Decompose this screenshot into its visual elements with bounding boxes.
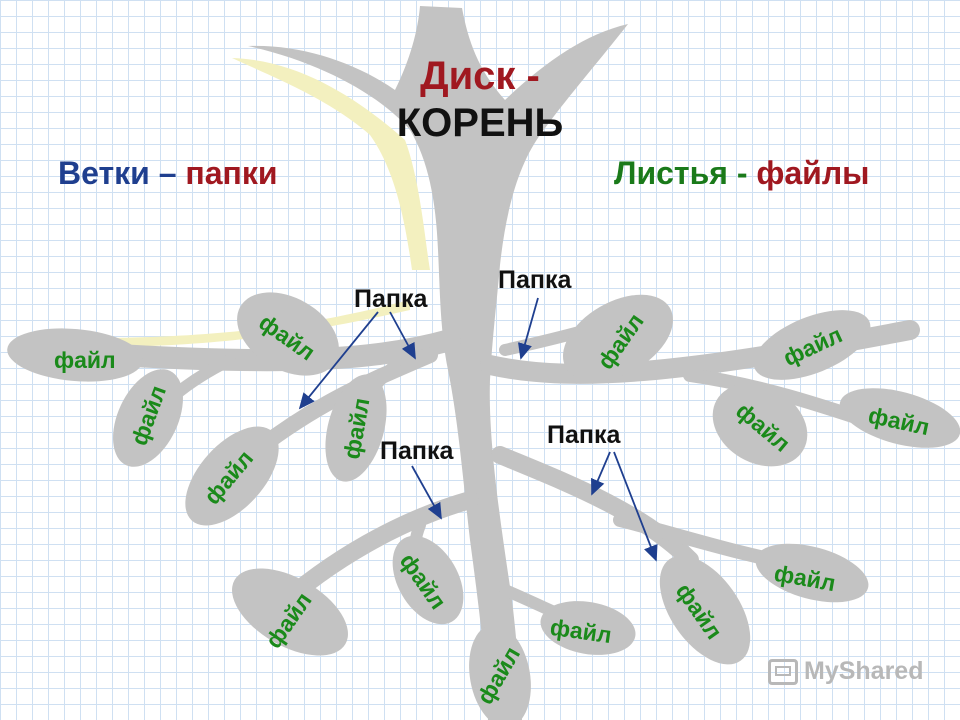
leaf-shape xyxy=(113,369,183,467)
folder-arrows xyxy=(298,297,658,562)
folder-label: Папка xyxy=(547,421,621,449)
leaf-shape xyxy=(540,601,636,655)
leaf-shape xyxy=(755,543,869,603)
leaf-shape xyxy=(325,374,387,482)
leaves-dash: - xyxy=(727,155,757,191)
branches-meaning: папки xyxy=(185,155,278,191)
watermark: MyShared xyxy=(768,657,923,686)
branches-header: Ветки – папки xyxy=(58,157,278,189)
title-root: КОРЕНЬ xyxy=(396,101,564,145)
leaf-shape xyxy=(232,568,348,656)
folder-arrow xyxy=(591,451,611,496)
title-line-1: Диск - xyxy=(320,56,640,96)
leaves-word: Листья xyxy=(614,155,728,191)
leaf-shape xyxy=(469,624,531,720)
title-disk: Диск - xyxy=(420,54,540,98)
leaf-shape xyxy=(185,426,279,526)
branches-word: Ветки xyxy=(58,155,150,191)
leaf-shape xyxy=(7,328,143,382)
branches-dash: – xyxy=(149,155,186,191)
leaf-shape xyxy=(712,383,808,467)
folder-arrow xyxy=(411,465,442,520)
folder-arrow xyxy=(517,297,539,360)
leaves-meaning: файлы xyxy=(756,155,870,191)
folder-arrow xyxy=(389,311,416,360)
folder-label: Папка xyxy=(380,437,454,465)
tree-trunk xyxy=(248,6,628,720)
folder-label: Папка xyxy=(498,266,572,294)
tree-leaves xyxy=(7,292,960,720)
folder-arrow xyxy=(298,311,379,410)
folder-arrow xyxy=(613,451,658,562)
leaves-header: Листья - файлы xyxy=(614,157,870,189)
leaf-shape xyxy=(753,310,871,380)
file-label: файл xyxy=(54,347,116,373)
watermark-text: MyShared xyxy=(804,657,924,685)
leaf-shape xyxy=(392,535,464,625)
leaf-shape xyxy=(237,292,339,376)
title-line-2: КОРЕНЬ xyxy=(320,103,640,143)
leaf-shape xyxy=(659,555,751,665)
folder-label: Папка xyxy=(354,285,428,313)
leaf-shape xyxy=(563,294,673,382)
leaf-shape xyxy=(839,388,960,448)
presentation-icon xyxy=(768,658,798,685)
